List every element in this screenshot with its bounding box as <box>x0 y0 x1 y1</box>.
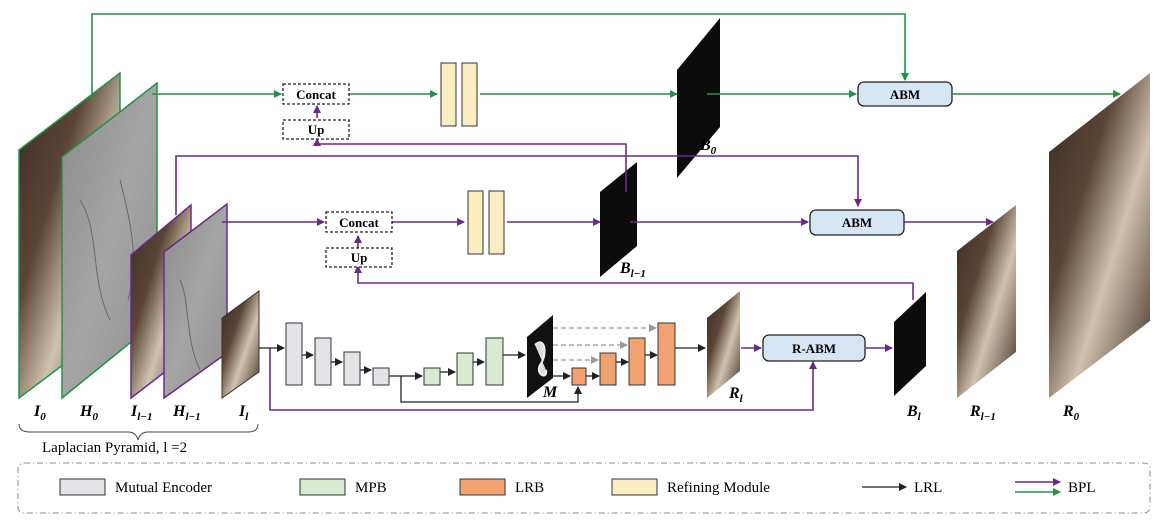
concat-box-top: Concat <box>282 83 350 105</box>
label-Hl-1: Hl−1 <box>172 403 201 423</box>
mask-image-M <box>527 315 553 398</box>
concat-label: Concat <box>339 215 379 230</box>
legend-mpb: MPB <box>355 480 387 496</box>
mutual-encoder <box>285 322 390 386</box>
rabm-label: R-ABM <box>792 341 836 356</box>
base-image-B0 <box>677 18 720 178</box>
legend-bpl: BPL <box>1068 480 1096 496</box>
refining-module-mid <box>467 190 505 255</box>
concat-box-mid: Concat <box>325 211 393 233</box>
abm-label: ABM <box>890 87 920 102</box>
abm-box-top: ABM <box>857 81 953 107</box>
label-M: M <box>542 384 558 401</box>
legend-swatch-encoder <box>59 478 106 496</box>
mpb-block <box>423 367 441 386</box>
rabm-box: R-ABM <box>762 334 866 362</box>
base-image-Bl-1 <box>600 162 637 277</box>
lrb-block <box>657 322 676 386</box>
label-I0: I0 <box>33 403 46 423</box>
legend-lrl: LRL <box>914 480 942 496</box>
label-Rl: Rl <box>728 385 744 405</box>
lrb-block <box>599 352 617 386</box>
up-label: Up <box>351 250 368 265</box>
up-box-top: Up <box>282 119 350 140</box>
skip-connections <box>553 324 657 364</box>
result-image-Rl-1 <box>957 205 1016 398</box>
green-path <box>91 13 1121 100</box>
mpb <box>423 337 504 386</box>
legend: Mutual Encoder MPB LRB Refining Module L… <box>17 462 1151 514</box>
legend-refine: Refining Module <box>667 480 770 496</box>
encoder-block <box>285 322 303 386</box>
mpb-block <box>485 337 504 386</box>
abm-label: ABM <box>842 215 872 230</box>
result-image-R0 <box>1049 73 1150 398</box>
abm-box-mid: ABM <box>809 209 905 236</box>
encoder-block <box>372 367 390 386</box>
lrb-block <box>628 337 646 386</box>
encoder-block <box>343 351 361 386</box>
lrl-path <box>259 344 706 403</box>
base-image-Bl <box>894 292 926 396</box>
input-image-Il <box>221 290 260 399</box>
up-label: Up <box>308 122 325 137</box>
result-image-Rl <box>707 291 740 398</box>
label-Rl-1: Rl−1 <box>969 403 996 423</box>
lrb-block <box>571 367 587 386</box>
up-box-mid: Up <box>325 247 393 268</box>
lrb <box>571 322 676 386</box>
legend-encoder: Mutual Encoder <box>115 480 212 496</box>
label-Bl-1: Bl−1 <box>619 260 646 280</box>
label-Il-1: Il−1 <box>130 403 152 423</box>
mpb-block <box>456 352 474 386</box>
pyramid-brace <box>18 423 259 441</box>
highfreq-image-Hl-1 <box>163 202 228 400</box>
encoder-block <box>314 337 332 386</box>
legend-lrb: LRB <box>515 480 544 496</box>
label-Il: Il <box>238 403 249 423</box>
pyramid-caption: Laplacian Pyramid, l =2 <box>42 440 187 456</box>
label-H0: H0 <box>79 403 98 423</box>
label-Bl: Bl <box>906 403 922 423</box>
concat-label: Concat <box>296 87 336 102</box>
label-B0: B0 <box>699 137 717 157</box>
purple-path <box>175 105 994 411</box>
legend-swatch-mpb <box>299 478 346 496</box>
legend-swatch-lrb <box>459 478 506 496</box>
label-R0: R0 <box>1062 403 1080 423</box>
legend-swatch-refine <box>611 478 658 496</box>
refining-module-top <box>440 62 478 127</box>
